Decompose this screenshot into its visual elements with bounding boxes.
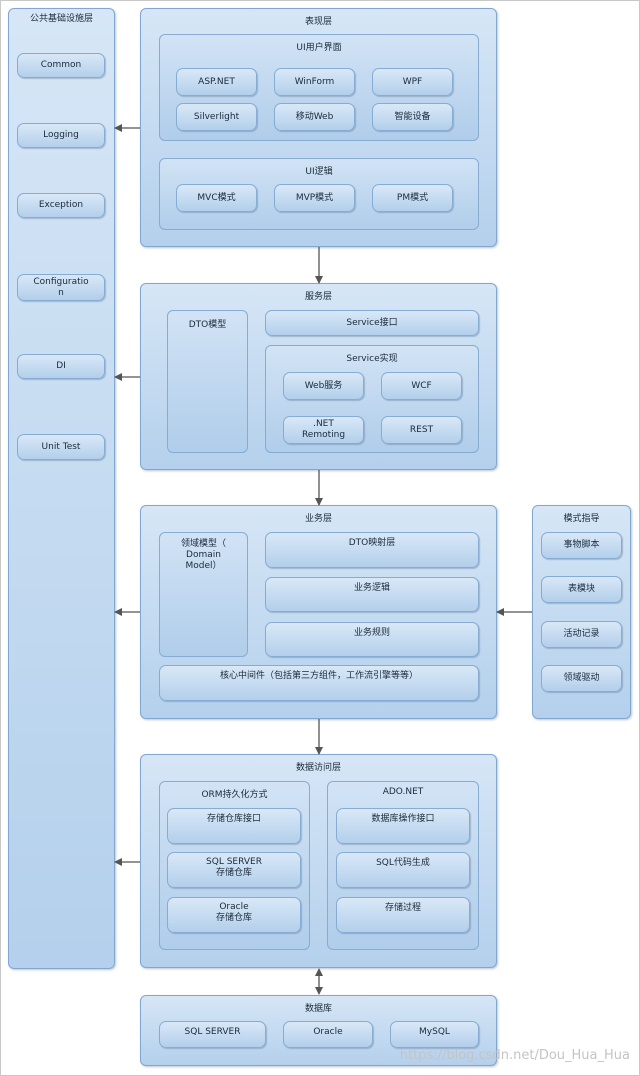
service-title: 服务层 [304, 292, 332, 302]
infra-logging: Logging [17, 123, 105, 148]
arrow-dal-db-up-head [315, 968, 323, 976]
dto-model-label: DTO模型 [188, 320, 227, 330]
ui-silverlight: Silverlight [176, 103, 257, 131]
ui-mobile-web: 移动Web [274, 103, 355, 131]
infra-unit-test: Unit Test [17, 434, 105, 460]
arrow-dal-db-down-head [315, 987, 323, 995]
db-oracle: Oracle [283, 1021, 373, 1048]
logic-pm: PM模式 [372, 184, 453, 212]
orm-title: ORM持久化方式 [201, 790, 268, 800]
ado-sql-generation: SQL代码生成 [336, 852, 470, 888]
impl-web-service: Web服务 [283, 372, 364, 400]
service-impl-title: Service实现 [346, 354, 398, 364]
logic-mvc: MVC模式 [176, 184, 257, 212]
pattern-transaction-script: 事物脚本 [541, 532, 622, 559]
business-title: 业务层 [304, 514, 332, 524]
ado-title: ADO.NET [382, 787, 424, 797]
db-mysql: MySQL [390, 1021, 479, 1048]
infra-exception: Exception [17, 193, 105, 218]
infrastructure-title: 公共基础设施层 [29, 14, 93, 24]
orm-oracle-repository: Oracle 存储仓库 [167, 897, 301, 933]
domain-model-label: 领域模型（ Domain Model） [180, 539, 226, 571]
infra-configuration: Configuratio n [17, 274, 105, 301]
data-access-title: 数据访问层 [295, 763, 341, 773]
business-logic: 业务逻辑 [265, 577, 479, 612]
business-rules: 业务规则 [265, 622, 479, 657]
domain-model: 领域模型（ Domain Model） [159, 532, 248, 657]
ui-winform: WinForm [274, 68, 355, 96]
ui-logic-title: UI逻辑 [305, 167, 333, 177]
pattern-guidance-title: 模式指导 [563, 514, 600, 524]
impl-wcf: WCF [381, 372, 462, 400]
pattern-domain-driven: 领域驱动 [541, 665, 622, 692]
presentation-title: 表现层 [304, 17, 332, 27]
ui-smart-device: 智能设备 [372, 103, 453, 131]
infra-di: DI [17, 354, 105, 379]
pattern-active-record: 活动记录 [541, 621, 622, 648]
ado-db-interface: 数据库操作接口 [336, 808, 470, 844]
ado-stored-procedure: 存储过程 [336, 897, 470, 933]
ui-group-title: UI用户界面 [296, 43, 342, 53]
ui-wpf: WPF [372, 68, 453, 96]
database-title: 数据库 [304, 1004, 332, 1014]
orm-repository-interface: 存储仓库接口 [167, 808, 301, 844]
ui-aspnet: ASP.NET [176, 68, 257, 96]
service-interface: Service接口 [265, 310, 479, 336]
logic-mvp: MVP模式 [274, 184, 355, 212]
infrastructure-layer: 公共基础设施层 [8, 8, 115, 969]
db-sqlserver: SQL SERVER [159, 1021, 266, 1048]
dto-model: DTO模型 [167, 310, 248, 453]
orm-sqlserver-repository: SQL SERVER 存储仓库 [167, 852, 301, 888]
pattern-table-module: 表模块 [541, 576, 622, 603]
infra-common: Common [17, 53, 105, 78]
dto-mapping-layer: DTO映射层 [265, 532, 479, 568]
core-middleware: 核心中间件（包括第三方组件，工作流引擎等等） [159, 665, 479, 701]
watermark: https://blog.csdn.net/Dou_Hua_Hua [399, 1048, 630, 1063]
impl-rest: REST [381, 416, 462, 444]
impl-net-remoting: .NET Remoting [283, 416, 364, 444]
